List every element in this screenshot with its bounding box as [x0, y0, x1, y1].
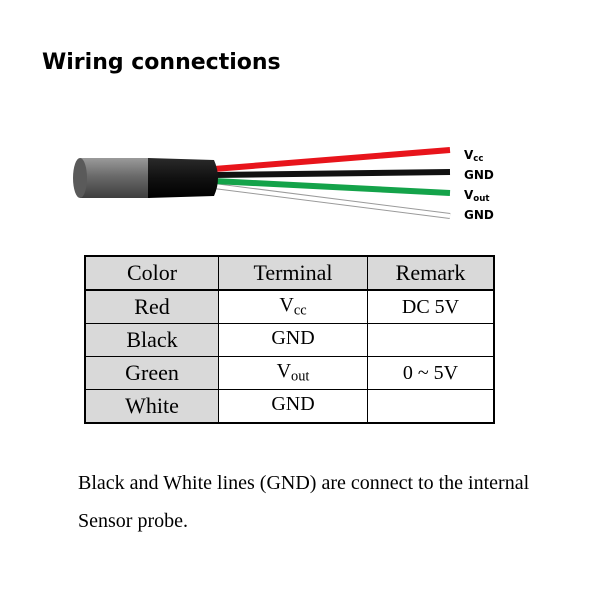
wire-label-vcc: Vcc	[464, 148, 484, 165]
cell-terminal: Vcc	[218, 289, 368, 324]
page-title: Wiring connections	[42, 50, 281, 75]
cell-color: Red	[84, 289, 219, 324]
cable-jacket	[76, 158, 150, 198]
wire-label-gnd-2: GND	[464, 208, 494, 222]
wire-label-gnd: GND	[464, 168, 494, 182]
wiring-table: Color Terminal Remark Red Vcc DC 5V Blac…	[84, 255, 495, 424]
header-terminal: Terminal	[218, 255, 368, 291]
inner-sleeve	[148, 158, 218, 198]
cell-terminal: GND	[218, 323, 368, 357]
table-row: Black GND	[84, 323, 495, 357]
note-text: Black and White lines (GND) are connect …	[78, 472, 530, 532]
table-row: Red Vcc DC 5V	[84, 289, 495, 324]
wire-label-vout: Vout	[464, 188, 490, 205]
header-remark: Remark	[367, 255, 495, 291]
cell-remark	[367, 323, 495, 357]
header-color: Color	[84, 255, 219, 291]
table-header-row: Color Terminal Remark	[84, 255, 495, 291]
cell-remark: 0 ~ 5V	[367, 356, 495, 390]
cable-illustration	[73, 147, 451, 219]
table-row: Green Vout 0 ~ 5V	[84, 356, 495, 390]
cell-color: Green	[84, 356, 219, 390]
cell-color: White	[84, 389, 219, 424]
table-row: White GND	[84, 389, 495, 424]
cell-terminal: GND	[218, 389, 368, 424]
cell-remark	[367, 389, 495, 424]
cell-remark: DC 5V	[367, 289, 495, 324]
black-wire	[213, 169, 451, 178]
cell-color: Black	[84, 323, 219, 357]
red-wire	[213, 147, 451, 172]
green-wire	[213, 178, 451, 196]
cell-terminal: Vout	[218, 356, 368, 390]
